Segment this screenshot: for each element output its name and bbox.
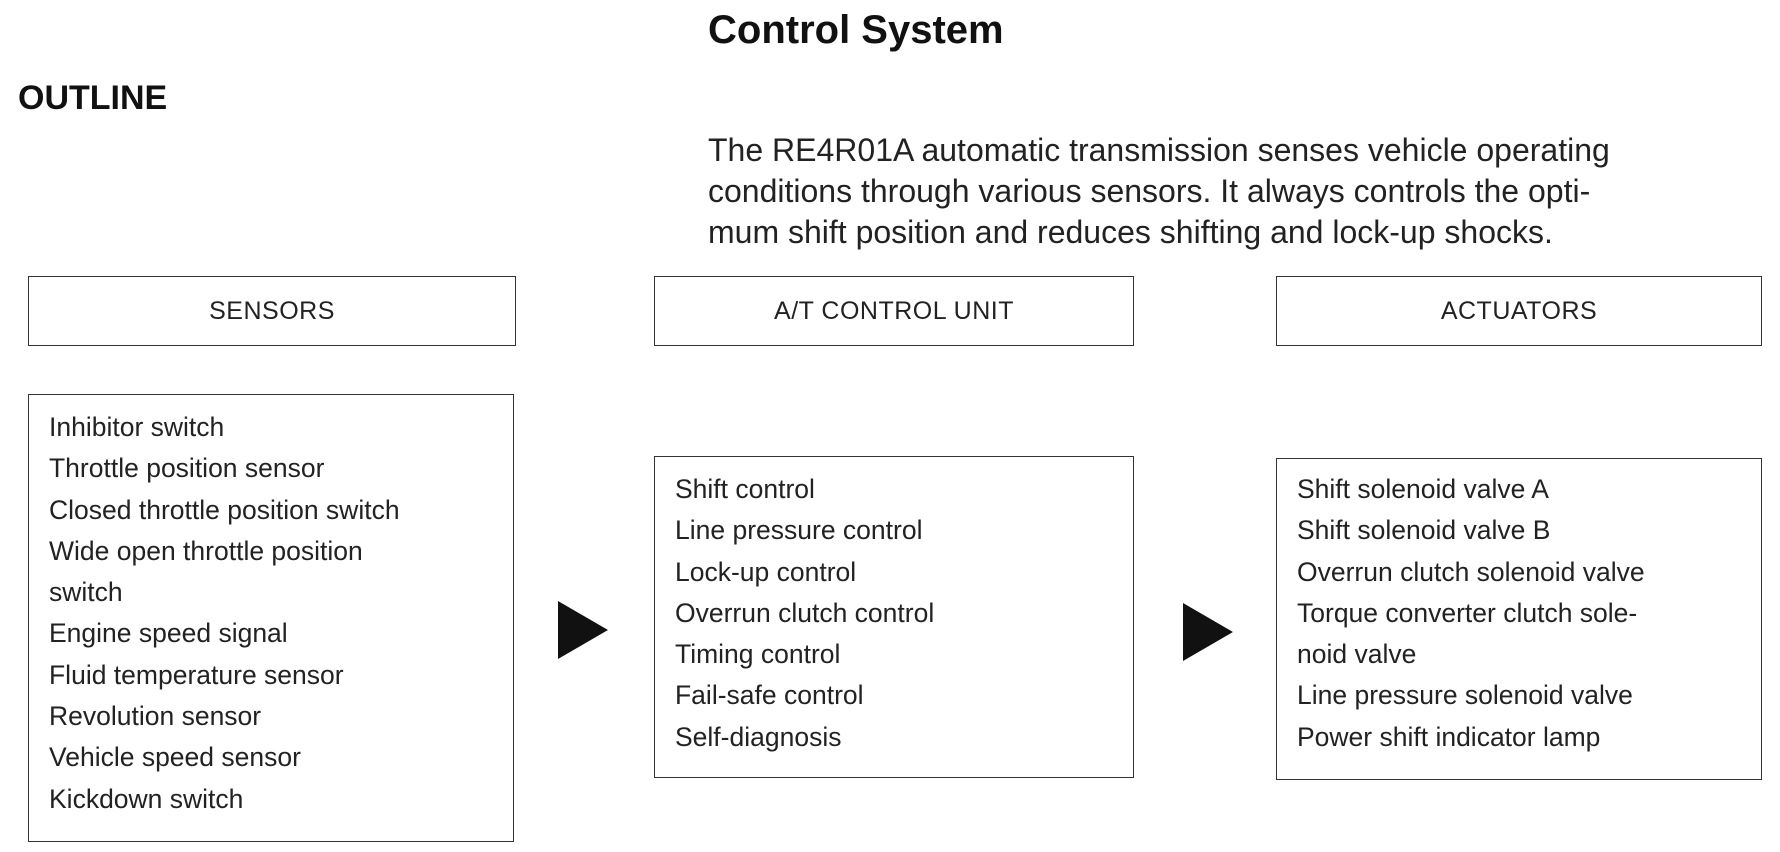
actuator-item: Shift solenoid valve B bbox=[1297, 515, 1551, 546]
right-arrow-icon bbox=[558, 601, 608, 659]
actuators-list-box: Shift solenoid valve A Shift solenoid va… bbox=[1276, 458, 1762, 780]
control-unit-list-box: Shift control Line pressure control Lock… bbox=[654, 456, 1134, 778]
control-function-item: Shift control bbox=[675, 474, 815, 504]
control-function-item: Line pressure control bbox=[675, 515, 923, 546]
sensors-list-box: Inhibitor switch Throttle position senso… bbox=[28, 394, 514, 842]
sensor-item: Inhibitor switch bbox=[49, 412, 225, 442]
right-arrow-icon bbox=[1183, 603, 1233, 661]
page-title: Control System bbox=[708, 8, 1004, 52]
sensor-item: Revolution sensor bbox=[49, 701, 262, 732]
actuator-item: Torque converter clutch sole- bbox=[1297, 597, 1638, 628]
sensor-item: Vehicle speed sensor bbox=[49, 742, 301, 773]
section-heading: OUTLINE bbox=[18, 79, 168, 117]
sensor-item: Fluid temperature sensor bbox=[49, 659, 344, 690]
sensor-item: Closed throttle position switch bbox=[49, 494, 400, 525]
actuator-item: Overrun clutch solenoid valve bbox=[1297, 556, 1645, 587]
sensor-item: Kickdown switch bbox=[49, 783, 244, 814]
sensor-item: Engine speed signal bbox=[49, 618, 288, 649]
control-function-item: Timing control bbox=[675, 639, 841, 670]
control-function-item: Overrun clutch control bbox=[675, 597, 935, 628]
sensor-item: Wide open throttle position bbox=[49, 535, 363, 566]
control-unit-header-box: A/T CONTROL UNIT bbox=[654, 276, 1134, 346]
intro-line: conditions through various sensors. It a… bbox=[708, 173, 1591, 209]
actuator-item: Shift solenoid valve A bbox=[1297, 474, 1549, 504]
sensor-item: Throttle position sensor bbox=[49, 453, 325, 484]
intro-line: The RE4R01A automatic transmission sense… bbox=[708, 132, 1610, 168]
actuator-item: Line pressure solenoid valve bbox=[1297, 680, 1633, 711]
sensors-header-box: SENSORS bbox=[28, 276, 516, 346]
intro-paragraph: The RE4R01A automatic transmission sense… bbox=[708, 130, 1768, 253]
actuators-header-box: ACTUATORS bbox=[1276, 276, 1762, 346]
actuator-item: Power shift indicator lamp bbox=[1297, 721, 1601, 752]
control-function-item: Fail-safe control bbox=[675, 680, 864, 711]
control-function-item: Lock-up control bbox=[675, 556, 857, 587]
actuator-item: noid valve bbox=[1297, 639, 1417, 670]
control-function-item: Self-diagnosis bbox=[675, 721, 842, 752]
intro-line: mum shift position and reduces shifting … bbox=[708, 214, 1553, 250]
sensor-item: switch bbox=[49, 577, 123, 608]
